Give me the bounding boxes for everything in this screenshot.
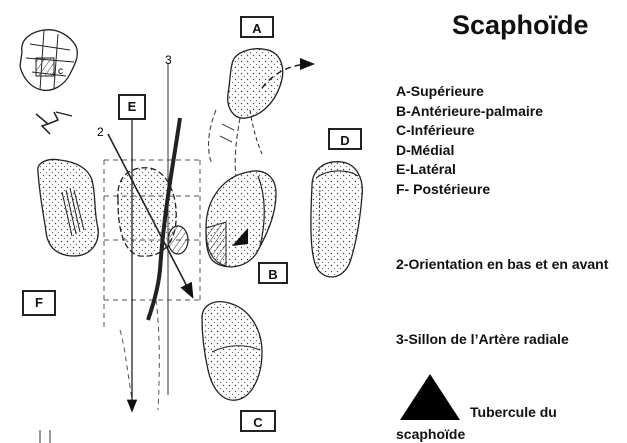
carpal-bones-sketch: c (20, 30, 77, 91)
view-a-superior (209, 49, 312, 176)
label-3: 3 (165, 53, 172, 67)
legend-item-d: D-Médial (396, 141, 624, 161)
label-c-box: C (240, 410, 276, 432)
label-e-box: E (118, 94, 146, 120)
label-a-box: A (240, 16, 274, 38)
legend-list: A-Supérieure B-Antérieure-palmaire C-Inf… (396, 82, 624, 199)
legend-item-a: A-Supérieure (396, 82, 624, 102)
view-b-anterior-palmar (206, 171, 276, 267)
legend-item-f: F- Postérieure (396, 180, 624, 200)
tubercule-label-line2: scaphoïde (396, 426, 465, 442)
view-c-inferior (202, 302, 262, 401)
legend-item-e: E-Latéral (396, 160, 624, 180)
label-small-c: c (58, 66, 63, 77)
view-arrow (36, 112, 72, 134)
legend-item-c: C-Inférieure (396, 121, 624, 141)
view-d-medial (311, 162, 362, 277)
view-f-posterior (38, 160, 98, 257)
label-d-box: D (328, 128, 362, 150)
note-sillon: 3-Sillon de l’Artère radiale (396, 330, 624, 349)
tubercule-label-line1: Tubercule du (470, 404, 557, 420)
note-orientation: 2-Orientation en bas et en avant (396, 255, 624, 274)
label-f-box: F (22, 290, 56, 316)
legend-item-b: B-Antérieure-palmaire (396, 102, 624, 122)
page-title: Scaphoïde (452, 10, 589, 41)
label-2: 2 (97, 125, 104, 139)
triangle-icon (398, 372, 462, 422)
label-b-box: B (258, 262, 288, 284)
